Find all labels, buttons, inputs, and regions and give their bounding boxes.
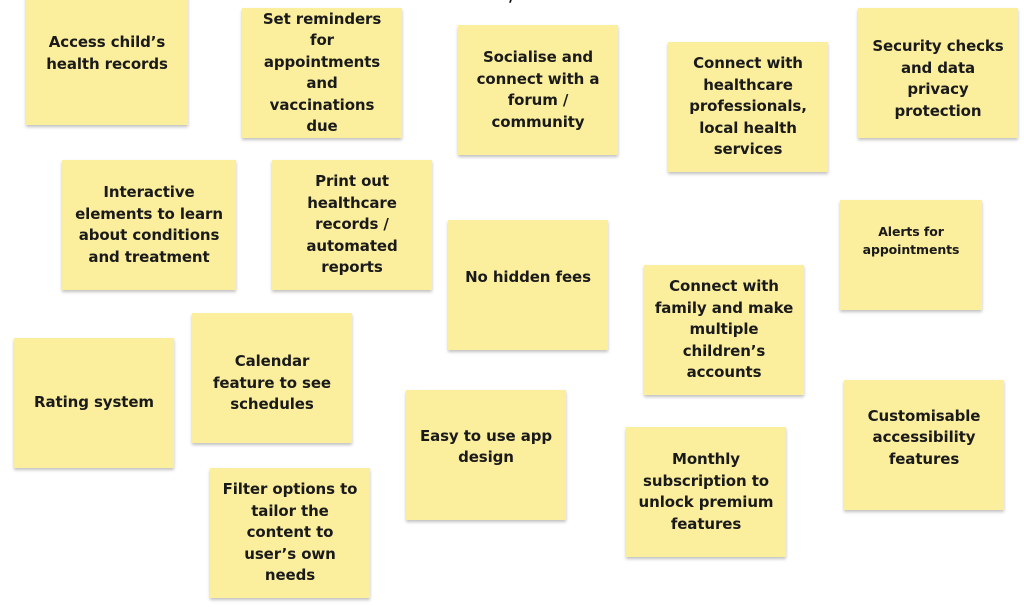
- sticky-note-calendar-feature[interactable]: Calendar feature to see schedules: [192, 313, 352, 443]
- sticky-note-text: Connect with family and make multiple ch…: [654, 277, 794, 382]
- sticky-note-text: Rating system: [34, 393, 154, 412]
- sticky-note-text: Monthly subscription to unlock premium f…: [638, 450, 774, 533]
- sticky-note-interactive-elements[interactable]: Interactive elements to learn about cond…: [62, 160, 236, 290]
- sticky-note-access-health-records[interactable]: Access child’s health records: [26, 0, 188, 125]
- sticky-note-text: No hidden fees: [465, 268, 591, 287]
- sticky-note-text: Connect with healthcare professionals, l…: [689, 54, 807, 159]
- sticky-note-print-records[interactable]: Print out healthcare records / automated…: [272, 160, 432, 290]
- sticky-note-text: Calendar feature to see schedules: [212, 352, 332, 413]
- sticky-note-text: Customisable accessibility features: [867, 406, 981, 468]
- sticky-note-connect-family[interactable]: Connect with family and make multiple ch…: [644, 265, 804, 395]
- sticky-note-connect-healthcare[interactable]: Connect with healthcare professionals, l…: [668, 42, 828, 172]
- sticky-note-text: Print out healthcare records / automated…: [306, 172, 398, 277]
- sticky-note-text: Interactive elements to learn about cond…: [75, 183, 223, 266]
- sticky-note-text: Socialise and connect with a forum / com…: [476, 48, 600, 131]
- sticky-note-text: Security checks and data privacy protect…: [872, 37, 1004, 120]
- sticky-note-easy-app-design[interactable]: Easy to use app design: [406, 390, 566, 520]
- sticky-note-alerts-appointments[interactable]: Alerts for appointments: [840, 200, 982, 310]
- sticky-note-text: Access child’s health records: [46, 33, 168, 73]
- sticky-note-text: Filter options to tailor the content to …: [222, 480, 358, 585]
- sticky-note-security-privacy[interactable]: Security checks and data privacy protect…: [858, 8, 1018, 138]
- sticky-note-set-reminders[interactable]: Set reminders for appointments and vacci…: [242, 8, 402, 138]
- sticky-note-customisable-accessibility[interactable]: Customisable accessibility features: [844, 380, 1004, 510]
- sticky-note-socialise-forum[interactable]: Socialise and connect with a forum / com…: [458, 25, 618, 155]
- cut-off-heading: /: [0, 0, 1024, 6]
- sticky-note-text: Alerts for appointments: [862, 224, 960, 257]
- sticky-note-rating-system[interactable]: Rating system: [14, 338, 174, 468]
- sticky-note-monthly-subscription[interactable]: Monthly subscription to unlock premium f…: [626, 427, 786, 557]
- sticky-note-filter-options[interactable]: Filter options to tailor the content to …: [210, 468, 370, 598]
- sticky-note-no-hidden-fees[interactable]: No hidden fees: [448, 220, 608, 350]
- sticky-note-text: Easy to use app design: [419, 426, 553, 467]
- sticky-note-text: Set reminders for appointments and vacci…: [262, 9, 382, 136]
